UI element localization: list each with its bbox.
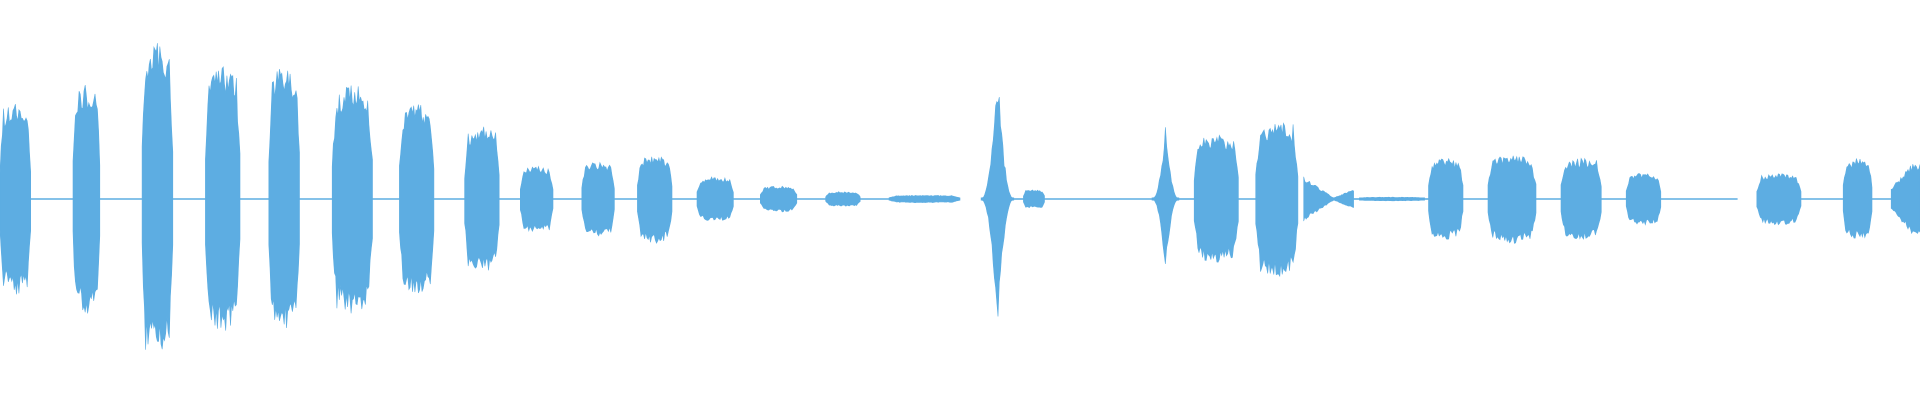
waveform-burst: [0, 104, 31, 295]
waveform-burst: [520, 165, 554, 232]
waveform-burst: [1255, 122, 1299, 278]
waveform-burst: [1151, 127, 1180, 264]
waveform-burst: [1023, 189, 1045, 209]
waveform-burst: [1890, 164, 1920, 235]
waveform-burst: [331, 85, 373, 314]
waveform-burst: [980, 97, 1015, 317]
waveform-burst: [1560, 157, 1602, 240]
waveform-burst: [1193, 134, 1239, 263]
waveform-burst: [1842, 158, 1873, 239]
waveform-burst: [1625, 173, 1662, 226]
waveform-burst: [637, 156, 673, 244]
waveform-burst: [825, 191, 861, 207]
waveform-burst: [205, 66, 241, 331]
waveform-burst: [1756, 173, 1802, 226]
waveform-burst: [1303, 176, 1354, 222]
waveform-burst: [1359, 196, 1425, 202]
waveform-burst: [581, 161, 615, 237]
waveform-bursts: [0, 43, 1920, 350]
waveform-burst: [399, 104, 435, 294]
waveform-burst: [268, 68, 300, 329]
waveform-burst: [1428, 157, 1464, 240]
waveform-burst: [141, 43, 174, 350]
waveform-burst: [1487, 155, 1537, 244]
waveform-burst: [888, 195, 961, 204]
waveform-burst: [464, 126, 500, 271]
waveform-burst: [72, 84, 101, 314]
waveform-burst: [760, 185, 798, 213]
waveform-burst: [696, 176, 734, 221]
